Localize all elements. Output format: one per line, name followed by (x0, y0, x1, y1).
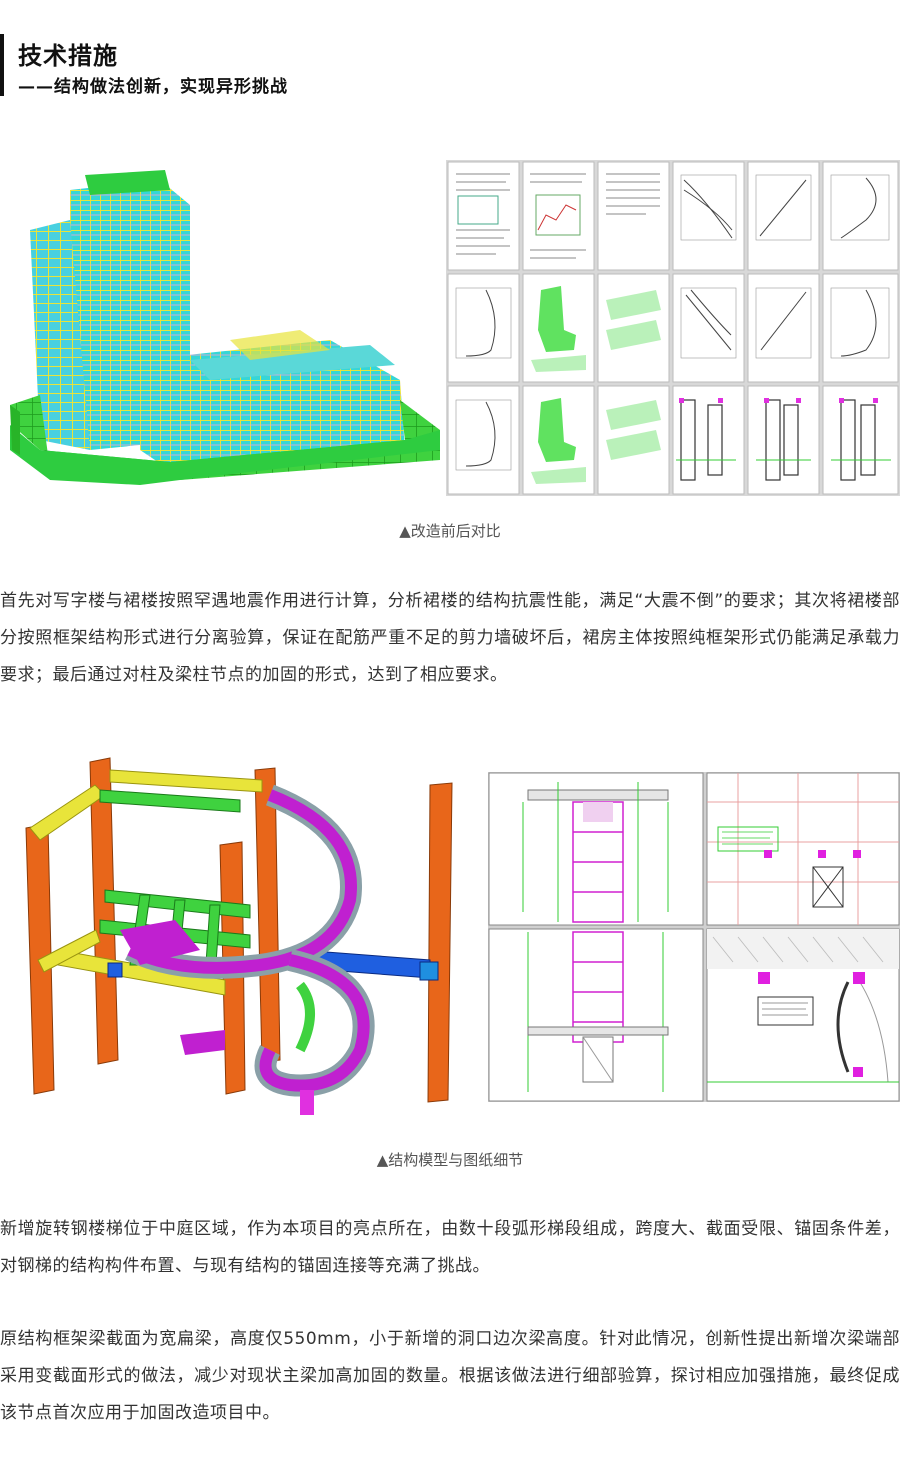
building-structure-model-image (0, 150, 440, 500)
paragraph-beam-detail: 原结构框架梁截面为宽扁梁，高度仅550mm，小于新增的洞口边次梁高度。针对此情况… (0, 1329, 900, 1423)
spiral-stair-structure-model-image (0, 750, 470, 1120)
paragraph-seismic-analysis: 首先对写字楼与裙楼按照罕遇地震作用进行计算，分析裙楼的结构抗震性能，满足“大震不… (0, 591, 900, 685)
section-title: 技术措施 (18, 42, 118, 70)
figure1-caption: ▲改造前后对比 (399, 522, 501, 540)
cad-detail-drawings (488, 772, 900, 1102)
paragraph-spiral-stair: 新增旋转钢楼梯位于中庭区域，作为本项目的亮点所在，由数十段弧形梯段组成，跨度大、… (0, 1219, 900, 1276)
section-subtitle: ——结构做法创新，实现异形挑战 (18, 77, 288, 97)
calculation-report-pages-grid (446, 160, 900, 496)
title-accent-bar (0, 34, 4, 96)
figure2-caption: ▲结构模型与图纸细节 (376, 1151, 524, 1169)
